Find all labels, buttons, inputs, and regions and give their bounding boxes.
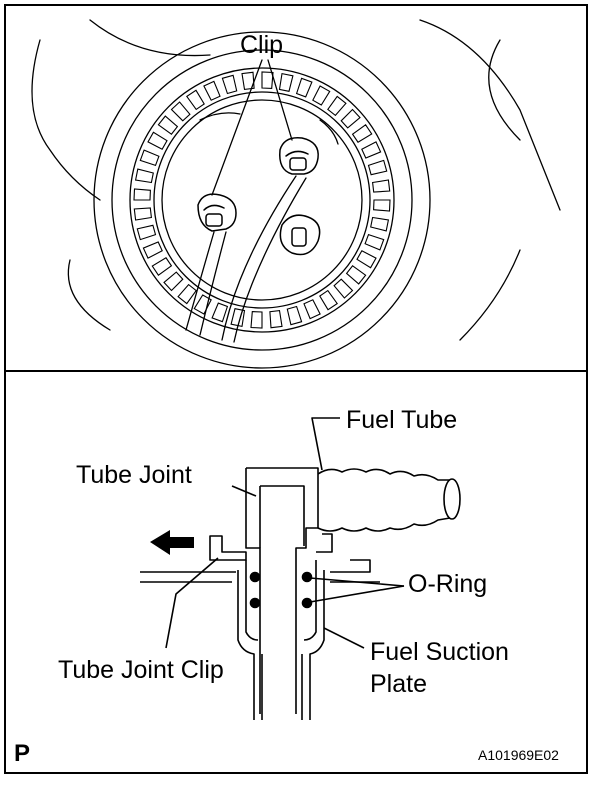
fuel-tube-end — [443, 478, 461, 520]
lock-ring-tooth — [333, 278, 354, 299]
lock-ring-inner — [153, 91, 371, 309]
lock-ring-tooth — [286, 305, 303, 326]
lock-ring-tooth — [261, 71, 274, 89]
suction-pipe-left-wall — [237, 570, 255, 720]
lock-ring-tooth — [211, 302, 229, 323]
lock-ring-tooth — [139, 149, 160, 167]
tube-joint-clip — [209, 535, 247, 561]
hose-left-b — [199, 231, 227, 336]
inner-tube-left — [245, 560, 259, 641]
suction-plate-leader — [323, 627, 365, 649]
o-ring-left-lower — [249, 597, 261, 609]
hose-right-b — [233, 177, 307, 343]
lock-ring-tooth — [303, 299, 321, 320]
tube-joint-label: Tube Joint — [76, 461, 192, 489]
fuel-tube-leader — [311, 417, 340, 471]
outer-flange-ring-inner — [111, 49, 413, 351]
figure-code: A101969E02 — [478, 747, 559, 763]
hose-left-a — [185, 231, 215, 331]
tank-contour-left — [31, 39, 101, 201]
pull-direction-arrow — [150, 530, 194, 555]
fuel-suction-plate-label-line2: Plate — [370, 670, 427, 698]
lock-ring-tooth — [186, 89, 205, 111]
tube-joint-clip-label: Tube Joint Clip — [58, 656, 224, 684]
lock-ring-tooth — [230, 308, 246, 328]
tank-contour-right — [419, 19, 561, 211]
o-ring-left-upper — [249, 571, 261, 583]
tube-joint-clip-leader — [165, 557, 219, 649]
fuel-tube-label: Fuel Tube — [346, 406, 458, 434]
panel-divider — [4, 370, 588, 372]
clip-leader-left — [211, 59, 263, 196]
lock-ring-tooth — [312, 85, 331, 106]
lock-ring-tooth — [371, 179, 391, 193]
lock-ring-tooth — [361, 141, 382, 159]
tank-contour-lower-right — [459, 249, 521, 341]
o-ring-right-lower — [301, 597, 313, 609]
electrical-connector — [279, 214, 321, 256]
tube-joint-left-wall — [245, 468, 261, 714]
lock-ring-tooth — [373, 199, 391, 212]
lock-ring-tooth — [345, 265, 367, 285]
tank-contour-lower-left — [67, 259, 111, 331]
lock-ring-tooth — [203, 80, 221, 101]
lock-ring-tooth — [133, 188, 151, 201]
tube-joint-inner — [260, 485, 305, 546]
lock-ring-tooth — [157, 115, 179, 135]
lock-ring-tooth — [269, 309, 283, 329]
lock-ring-tooth — [340, 108, 361, 129]
lock-ring-tooth — [327, 95, 347, 117]
lock-ring-tooth — [136, 224, 157, 241]
o-ring-leader-upper — [309, 577, 405, 587]
tube-joint-leader — [231, 485, 257, 497]
lock-ring-tooth — [147, 131, 168, 150]
o-ring-label: O-Ring — [408, 570, 488, 598]
lock-ring-tooth — [163, 271, 184, 292]
o-ring-leader-lower — [309, 585, 405, 603]
plate-surface-right-upper — [330, 559, 371, 573]
clip-label: Clip — [240, 31, 284, 59]
lock-ring-tooth — [170, 101, 191, 122]
top-view-drawing — [31, 19, 561, 369]
suction-pipe-right-wall — [309, 570, 325, 720]
lock-ring-tooth — [250, 311, 263, 329]
inner-tube-right — [303, 560, 317, 641]
view-mark: P — [14, 740, 31, 767]
outer-flange-ring — [93, 31, 431, 369]
lock-ring-tooth — [142, 241, 163, 259]
lock-ring-tooth — [278, 72, 294, 92]
clip-right — [279, 137, 319, 175]
lock-ring-tooth — [367, 159, 388, 176]
o-ring-right-upper — [301, 571, 313, 583]
lock-ring-tooth — [151, 257, 173, 276]
hose-right-a — [221, 175, 297, 341]
lock-ring-tooth — [177, 283, 197, 305]
lock-ring-tooth — [133, 207, 153, 221]
tank-contour-right2 — [488, 39, 521, 141]
lock-ring-tooth — [364, 233, 385, 251]
lock-ring-tooth — [295, 77, 313, 98]
pump-plate — [161, 99, 363, 301]
lock-ring-tooth — [134, 168, 154, 184]
lock-ring-outer — [129, 67, 395, 333]
fuel-suction-plate-label-line1: Fuel Suction — [370, 638, 509, 666]
clip-leader-right — [267, 59, 293, 141]
lock-ring-tooth — [351, 124, 373, 143]
lock-ring-tooth — [319, 289, 338, 311]
lock-ring-tooth — [221, 74, 238, 95]
lock-ring-tooth — [370, 216, 390, 232]
lock-ring-tooth — [356, 250, 377, 269]
lock-ring-teeth — [133, 71, 391, 329]
tank-contour-top — [89, 19, 211, 57]
fuel-tube-hose — [317, 468, 451, 532]
tube-joint-body — [246, 467, 319, 714]
